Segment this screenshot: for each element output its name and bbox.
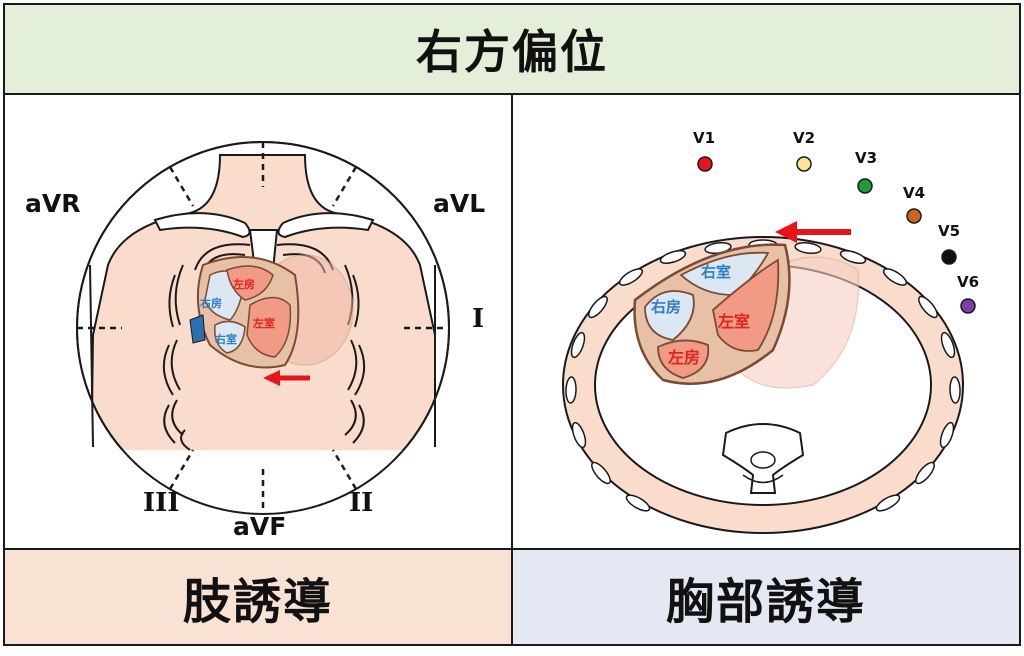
electrode-v2 xyxy=(796,156,812,172)
lead-avl-label: aVL xyxy=(433,189,485,218)
electrode-v5 xyxy=(941,249,957,265)
electrode-v6 xyxy=(960,298,976,314)
rib-sections xyxy=(565,239,961,512)
left-atrium-chest xyxy=(657,339,710,379)
lead-axis-ticks xyxy=(77,142,449,514)
electrode-v5-label: V5 xyxy=(938,222,960,240)
left-ventricle-label-chest: 左室 xyxy=(717,312,750,331)
right-ventricle-limb xyxy=(214,320,246,354)
chest-lead-panel: 右室 右房 左室 左房 V1 V2 V3 V4 V5 V6 xyxy=(511,93,1021,550)
electrode-v3-label: V3 xyxy=(855,149,877,167)
left-atrium-limb xyxy=(226,265,274,301)
chest-lead-title: 胸部誘導 xyxy=(665,574,866,630)
right-atrium-label-chest: 右房 xyxy=(651,298,681,316)
page-title: 右方偏位 xyxy=(416,25,608,79)
left-ventricle-limb xyxy=(246,296,292,358)
right-ventricle-label-chest: 右室 xyxy=(701,263,731,281)
left-ventricle-chest xyxy=(712,258,780,352)
left-atrium-label-limb: 左房 xyxy=(232,277,255,291)
chest-lead-footer: 胸部誘導 xyxy=(511,548,1021,646)
lead-i-label: I xyxy=(472,304,484,334)
left-atrium-label-chest: 左房 xyxy=(667,348,700,367)
left-ventricle-label-limb: 左室 xyxy=(252,316,275,330)
chest-electrodes: V1 V2 V3 V4 V5 V6 xyxy=(693,129,979,314)
clavicles xyxy=(153,212,375,239)
title-bar: 右方偏位 xyxy=(3,3,1021,95)
right-ventricle-label-limb: 右室 xyxy=(214,332,237,346)
electrode-v4 xyxy=(906,208,922,224)
right-atrium-chest xyxy=(644,290,695,341)
limb-lead-diagram: 右房 右室 左房 左室 aVR aVL aVF I II III xyxy=(25,141,485,548)
lead-avr-label: aVR xyxy=(25,189,80,218)
vertebra xyxy=(721,423,805,494)
limb-lead-panel: 右房 右室 左房 左室 aVR aVL aVF I II III xyxy=(3,93,513,550)
limb-lead-title: 肢誘導 xyxy=(182,574,333,630)
chest-lead-diagram: 右室 右房 左室 左房 V1 V2 V3 V4 V5 V6 xyxy=(562,129,979,534)
electrode-v2-label: V2 xyxy=(793,129,815,147)
electrode-v1 xyxy=(697,156,713,172)
electrode-v4-label: V4 xyxy=(903,184,925,202)
electrode-v3 xyxy=(857,178,873,194)
electrode-v1-label: V1 xyxy=(693,129,715,147)
lead-avf-label: aVF xyxy=(233,512,286,541)
lead-iii-label: III xyxy=(143,488,180,518)
electrode-v6-label: V6 xyxy=(957,273,979,291)
right-atrium-label-limb: 右房 xyxy=(199,296,222,310)
lead-ii-label: II xyxy=(349,488,373,518)
right-ventricle-chest xyxy=(679,251,770,296)
shift-arrow-chest xyxy=(775,221,851,243)
heart-chest: 右室 右房 左室 左房 xyxy=(633,243,791,385)
limb-lead-footer: 肢誘導 xyxy=(3,548,513,646)
heart-limb: 右房 右室 左房 左室 xyxy=(189,256,300,369)
shift-arrow-limb xyxy=(263,370,310,386)
